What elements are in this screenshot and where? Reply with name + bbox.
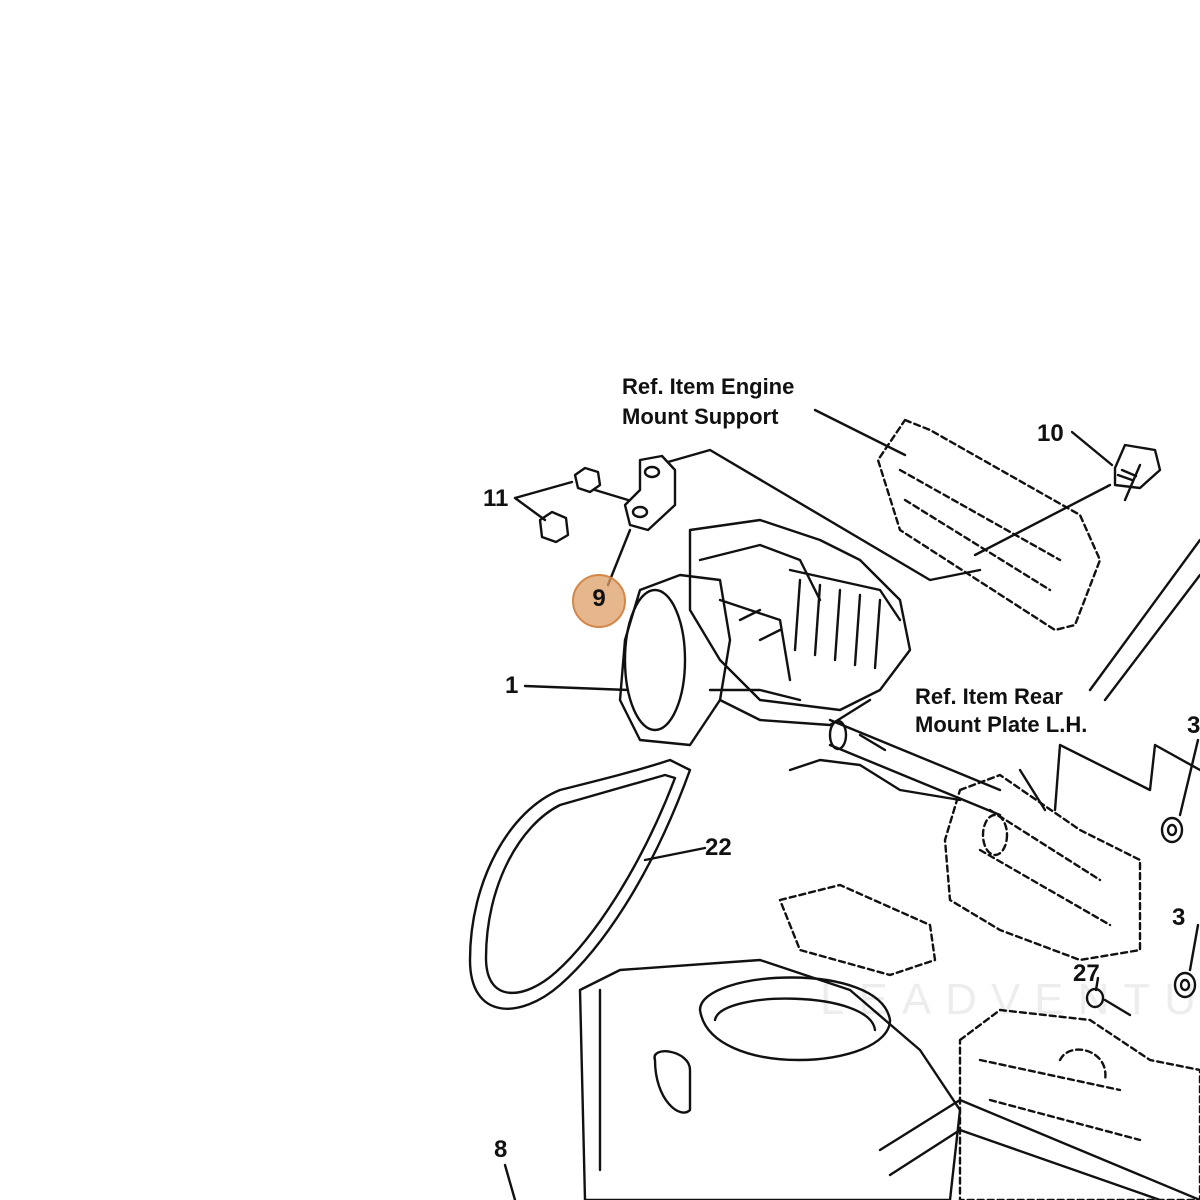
part-number-1[interactable]: 1	[505, 672, 519, 699]
auger-housing	[578, 883, 962, 1200]
part-number-9[interactable]: 9	[592, 585, 606, 612]
leader-engine-mount	[813, 408, 907, 457]
watermark: LEADVENTU	[820, 975, 1200, 1024]
zigzag-outline	[1053, 743, 1200, 812]
part-number-10[interactable]: 10	[1037, 420, 1064, 447]
washers-3	[1160, 816, 1197, 999]
leader-11	[513, 480, 630, 522]
leader-9	[606, 528, 632, 587]
callout-rear-mount-line1: Ref. Item Rear	[915, 684, 1063, 709]
belt-22	[468, 758, 692, 1010]
part-number-8[interactable]: 8	[494, 1136, 508, 1163]
callout-rear-mount-line2: Mount Plate L.H.	[915, 712, 1088, 737]
leader-10	[973, 483, 1112, 557]
leader-22	[643, 846, 707, 862]
lower-right-frame	[958, 1008, 1200, 1200]
highlight-marker[interactable]	[572, 574, 626, 628]
leader-3	[1178, 738, 1200, 972]
part-number-11[interactable]: 11	[483, 485, 509, 512]
engine-1	[618, 518, 912, 747]
nuts-11	[538, 466, 602, 544]
leader-rear-mount	[1018, 768, 1047, 812]
shaft-lower	[878, 1098, 1200, 1200]
drive-shaft	[788, 718, 1002, 817]
leader-27	[1094, 976, 1100, 992]
leader-1	[523, 684, 630, 692]
part-number-3-upper[interactable]: 3	[1187, 712, 1200, 739]
shaft-lower-2	[888, 1128, 1162, 1200]
rear-mount-plate	[943, 773, 1142, 962]
callout-engine-mount-line1: Ref. Item Engine	[622, 374, 795, 399]
leader-8	[503, 1163, 517, 1200]
part-number-3-lower[interactable]: 3	[1172, 904, 1186, 931]
callout-engine-mount-line2: Mount Support	[622, 404, 779, 429]
right-rod	[1088, 538, 1200, 702]
engine-plate-outline	[666, 448, 982, 582]
part-number-27[interactable]: 27	[1073, 960, 1100, 987]
bolt-10	[1070, 430, 1162, 502]
engine-mount-support	[876, 418, 1102, 632]
bracket-9	[623, 454, 677, 532]
part-number-22[interactable]: 22	[705, 834, 732, 861]
